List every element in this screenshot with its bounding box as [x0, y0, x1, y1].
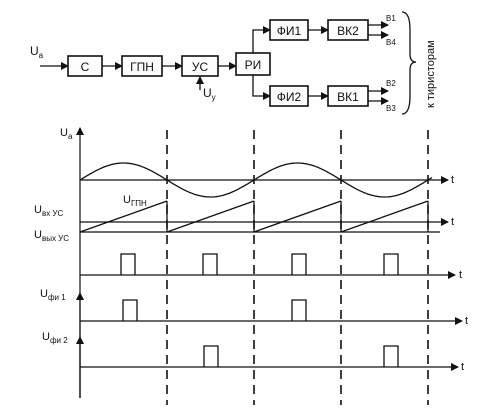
block-fi2-label: ФИ2: [277, 90, 302, 104]
ramp-3: [253, 200, 342, 233]
sine-wave-ua: [79, 162, 433, 198]
signal-label-uvyx-us: Uвых УС: [34, 229, 69, 243]
timing-diagram: Uа Uвх УС Uвых УС Uфи 1 Uфи 2 UГПН t t t…: [34, 127, 468, 405]
wire-ri-fi1: [252, 26, 271, 53]
pulse-us-3: [291, 253, 307, 275]
block-diagram: Ua С ГПН УС Uy РИ ФИ1 ВК2 В1 В4: [30, 11, 437, 115]
block-vk1-label: ВК1: [337, 90, 359, 104]
signal-label-ua: Uа: [60, 127, 73, 141]
pulse-us-1: [120, 253, 136, 275]
output-b2: В2: [386, 79, 396, 88]
signal-label-uvx-us: Uвх УС: [34, 204, 64, 218]
t-label-ufi1: t: [465, 315, 468, 327]
block-fi1-label: ФИ1: [277, 24, 302, 38]
pulse-fi2-2: [383, 345, 399, 367]
pulse-fi1-1: [122, 299, 138, 321]
ramp-4: [340, 200, 429, 233]
block-vk1: [327, 85, 369, 107]
period-markers: [166, 130, 429, 405]
ramp-2: [166, 200, 255, 233]
control-label: Uy: [203, 86, 216, 102]
pulse-us-4: [383, 253, 399, 275]
wire-ri-fi2: [252, 75, 271, 100]
block-ri-label: РИ: [245, 58, 262, 72]
signal-label-ufi1: Uфи 1: [40, 288, 66, 302]
t-label-ua: t: [451, 174, 454, 186]
t-label-uvyx: t: [459, 269, 462, 281]
pulse-fi2-1: [203, 345, 219, 367]
output-brace: [401, 11, 417, 115]
output-b3: В3: [386, 104, 396, 113]
block-s-label: С: [81, 60, 90, 74]
pulses-ufi2: [203, 345, 399, 367]
pulses-ufi1: [122, 299, 307, 321]
block-gpn-label: ГПН: [130, 60, 154, 74]
ramp-1: [79, 200, 168, 233]
output-b4: В4: [386, 38, 396, 47]
signal-label-ufi2: Uфи 2: [42, 331, 68, 345]
pulse-us-2: [202, 253, 218, 275]
input-label: Ua: [30, 44, 44, 60]
pulses-uvyx-us: [120, 253, 399, 275]
block-vk2: [327, 19, 369, 41]
block-vk2-label: ВК2: [337, 24, 359, 38]
ramp-label: UГПН: [123, 194, 147, 208]
bracket-label: к тиристорам: [425, 40, 437, 108]
t-label-ufi2: t: [461, 361, 464, 373]
pulse-fi1-2: [291, 299, 307, 321]
t-label-uvx: t: [451, 216, 454, 228]
output-b1: В1: [386, 14, 396, 23]
block-us-label: УС: [192, 60, 209, 74]
